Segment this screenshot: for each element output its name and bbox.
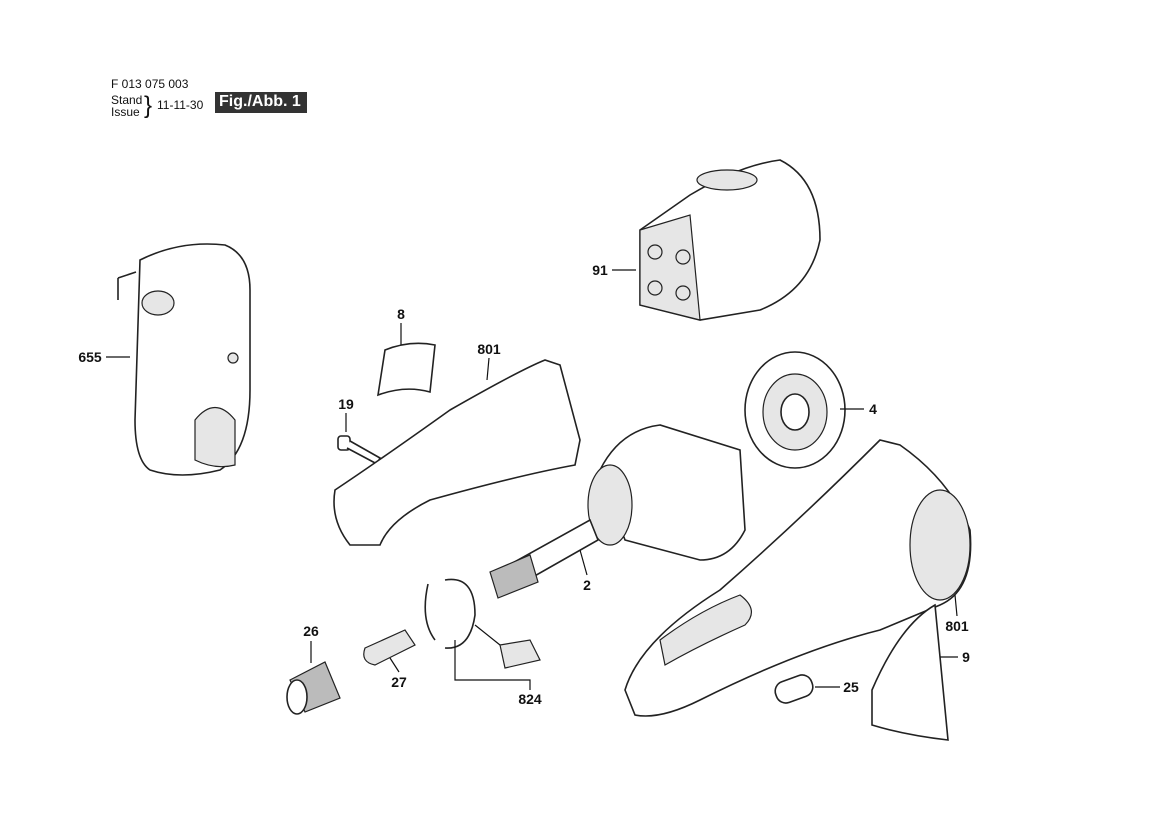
callout-25: 25	[843, 679, 859, 695]
housing-half-left-drawing	[333, 359, 581, 546]
charger-drawing	[117, 243, 251, 476]
callout-9: 9	[962, 649, 970, 665]
stand-label: Stand	[111, 93, 143, 107]
retaining-ring-drawing	[424, 578, 541, 669]
figure-label: Fig./Abb. 1	[215, 92, 307, 113]
collet-nut-drawing	[286, 661, 341, 715]
brace: }	[144, 92, 153, 119]
callout-801-left: 801	[477, 341, 501, 357]
callout-27: 27	[391, 674, 407, 690]
callout-801-right: 801	[945, 618, 969, 634]
callout-91: 91	[592, 262, 608, 278]
part-number: F 013 075 003	[111, 77, 189, 91]
nameplate-drawing	[871, 603, 949, 741]
collet-drawing	[363, 629, 416, 666]
leader-lines	[106, 269, 958, 690]
battery-pack-drawing	[639, 159, 821, 321]
label-drawing	[377, 342, 436, 397]
issue-label: Issue	[111, 105, 140, 119]
screw-drawing	[337, 435, 382, 466]
callout-2: 2	[583, 577, 591, 593]
callout-26: 26	[303, 623, 319, 639]
motor-drawing	[489, 424, 746, 599]
switch-button-drawing	[774, 674, 814, 704]
housing-half-right-drawing	[624, 439, 972, 717]
issue-date: 11-11-30	[157, 98, 204, 112]
end-cap-drawing	[744, 351, 846, 469]
callout-655: 655	[78, 349, 102, 365]
callout-8: 8	[397, 306, 405, 322]
callout-4: 4	[869, 401, 877, 417]
callout-824: 824	[518, 691, 542, 707]
callout-19: 19	[338, 396, 354, 412]
